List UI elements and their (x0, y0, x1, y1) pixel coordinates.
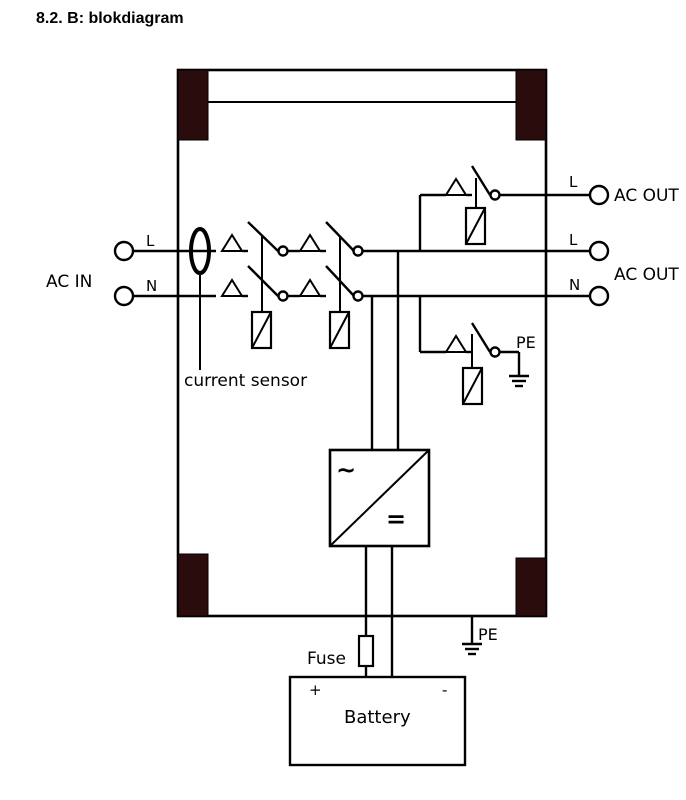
ac-out-2-label: AC OUT (614, 265, 679, 285)
ac-in-n-terminal (113, 285, 135, 307)
ac-output: L L N AC OUT AC OUT (569, 173, 679, 307)
chassis-ground: PE (462, 616, 498, 656)
current-sensor: current sensor (184, 227, 307, 391)
converter-ac-symbol: ~ (336, 456, 356, 484)
ac-input: AC IN L N (46, 232, 216, 307)
battery-minus-label: - (442, 681, 447, 699)
enclosure (176, 68, 548, 618)
corner-block-top-left (177, 69, 209, 141)
ac-out-1-label: AC OUT (614, 186, 679, 206)
battery-plus-label: + (309, 681, 322, 699)
ac-out-1-l-terminal (588, 184, 610, 206)
pe-relay: PE (444, 322, 536, 406)
n-in-label: N (146, 277, 157, 295)
ac-out-1-relay (444, 165, 590, 246)
pe-relay-label: PE (516, 333, 536, 352)
converter-dc-symbol: = (386, 505, 406, 533)
corner-block-bottom-left (177, 553, 209, 617)
l-out-1-label: L (569, 173, 578, 191)
internal-wiring (363, 193, 590, 450)
battery-label: Battery (344, 707, 411, 728)
relay-2 (288, 221, 364, 350)
pe-chassis-label: PE (478, 625, 498, 644)
relay-1 (220, 221, 289, 350)
l-in-label: L (146, 232, 155, 250)
l-out-2-label: L (569, 231, 578, 249)
ac-in-label: AC IN (46, 272, 92, 292)
n-out-label: N (569, 276, 580, 294)
corner-block-top-right (515, 69, 547, 141)
current-sensor-label: current sensor (184, 371, 307, 391)
fuse: Fuse (307, 634, 375, 669)
ac-in-l-terminal (113, 240, 135, 262)
page-title: 8.2. B: blokdiagram (36, 10, 184, 27)
battery: + - Battery (288, 675, 467, 767)
converter: ~ = (328, 448, 431, 548)
ac-out-2-n-terminal (588, 285, 610, 307)
corner-block-bottom-right (515, 557, 547, 617)
dc-wiring (364, 546, 394, 677)
fuse-label: Fuse (307, 649, 346, 669)
ac-out-2-l-terminal (588, 240, 610, 262)
